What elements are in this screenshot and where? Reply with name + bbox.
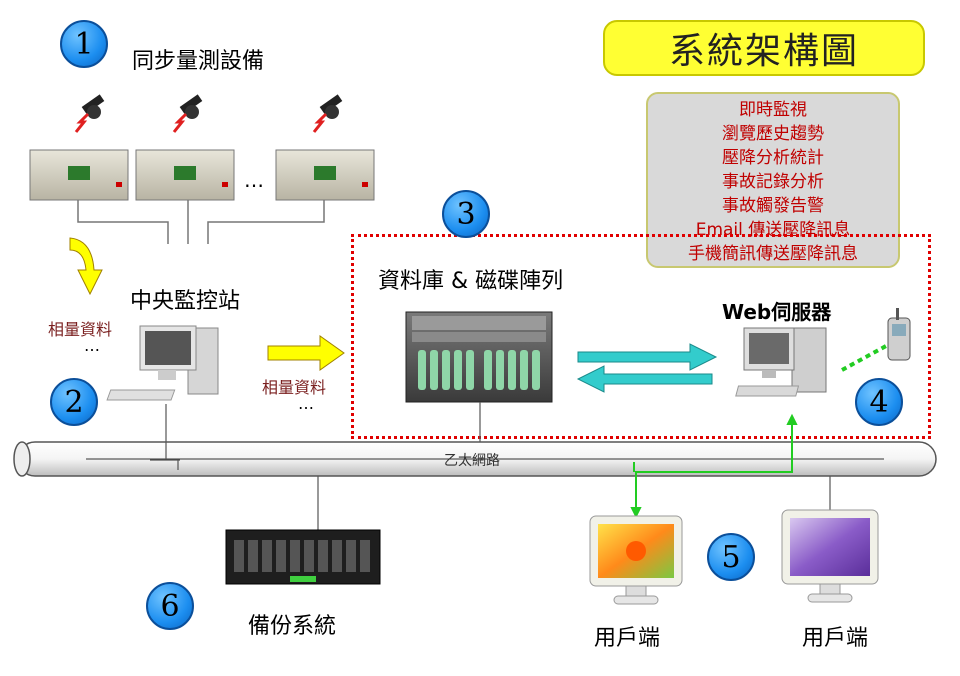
curved-arrow-icon <box>69 237 103 296</box>
ethernet-label: 乙太網路 <box>444 453 500 469</box>
satellite-icon <box>74 94 105 133</box>
web-server-computer-icon <box>735 327 827 397</box>
mobile-phone-icon <box>887 308 911 361</box>
feature-item: 即時監視 <box>739 100 807 120</box>
sync-devices-label: 同步量測設備 <box>132 49 265 74</box>
device-ellipsis: … <box>244 168 264 192</box>
phase-data-dots-1: … <box>84 336 100 355</box>
phase-data-dots-2: … <box>298 394 314 413</box>
marker-4: 4 <box>855 378 903 426</box>
feature-item: 事故記錄分析 <box>722 172 824 192</box>
satellite-icon <box>312 94 343 133</box>
client-link-lines <box>630 413 798 519</box>
ethernet-pipe <box>13 441 937 477</box>
feature-item: 壓降分析統計 <box>722 148 824 168</box>
backup-storage-icon <box>225 529 381 585</box>
cyan-arrow-left-icon <box>576 365 713 393</box>
feature-item: 事故觸發告警 <box>722 196 824 216</box>
network-drop-lines <box>150 402 831 540</box>
marker-3: 3 <box>442 190 490 238</box>
measurement-device-icon <box>275 149 375 201</box>
wireless-signal <box>841 344 887 372</box>
desktop-computer-icon <box>106 325 219 401</box>
backup-label: 備份系統 <box>248 614 337 639</box>
marker-6: 6 <box>146 582 194 630</box>
client-monitor-icon <box>589 515 683 605</box>
measurement-device-icon <box>29 149 129 201</box>
diagram-title: 系統架構圖 <box>603 20 925 76</box>
feature-item: 瀏覽歷史趨勢 <box>722 124 824 144</box>
marker-1: 1 <box>60 20 108 68</box>
client-2-label: 用戶端 <box>802 626 869 651</box>
phase-data-label-1: 相量資料 <box>48 320 113 339</box>
client-1-label: 用戶端 <box>594 626 661 651</box>
marker-2: 2 <box>50 378 98 426</box>
server-rack-icon <box>405 311 553 403</box>
yellow-arrow-icon <box>267 335 345 371</box>
server-zone-border <box>351 234 931 439</box>
measurement-device-icon <box>135 149 235 201</box>
device-connections <box>77 200 325 244</box>
feature-item: 手機簡訊傳送壓降訊息 <box>688 244 858 264</box>
feature-list: 即時監視 瀏覽歷史趨勢 壓降分析統計 事故記錄分析 事故觸發告警 Email 傳… <box>646 92 900 268</box>
client-monitor-icon <box>781 509 879 603</box>
satellite-icon <box>172 94 203 133</box>
database-label: 資料庫 & 磁碟陣列 <box>378 269 564 294</box>
web-server-label: Web伺服器 <box>722 300 832 324</box>
cyan-arrow-right-icon <box>577 343 718 371</box>
phase-data-label-2: 相量資料 <box>262 378 327 397</box>
central-station-label: 中央監控站 <box>130 289 241 314</box>
marker-5: 5 <box>707 533 755 581</box>
